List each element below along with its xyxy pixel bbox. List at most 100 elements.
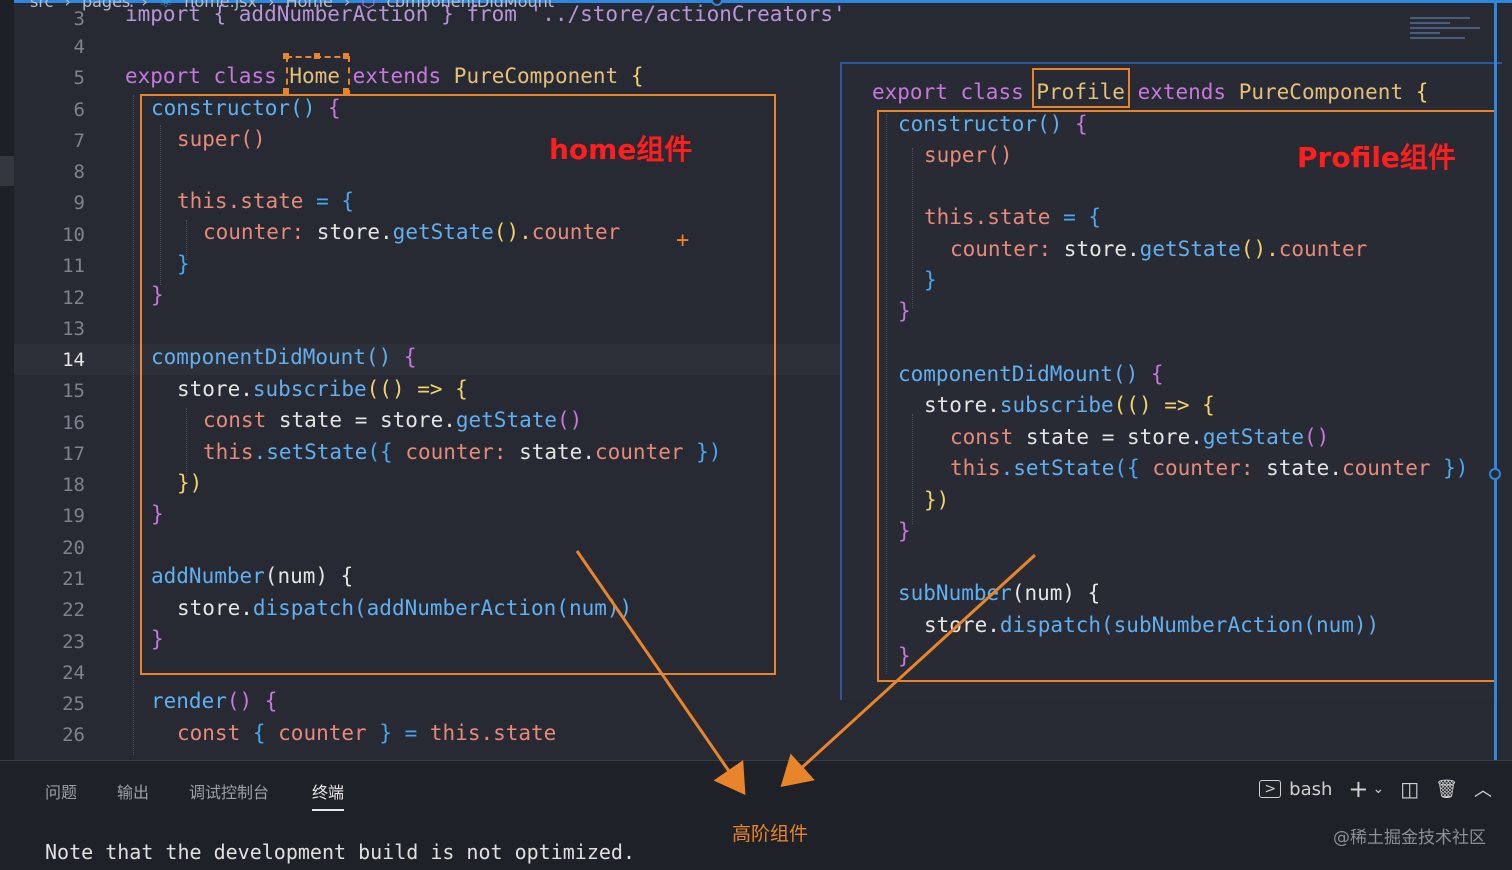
this-keyword: this [203,440,254,464]
editor-focus-border [0,0,1512,3]
property: counter: [950,237,1052,261]
tab-debug-console[interactable]: 调试控制台 [189,783,270,802]
selection-handle [283,88,289,94]
home-name-selection [286,56,350,96]
profile-name-box [1032,68,1130,108]
line-number: 17 [62,443,85,465]
method-name: getState [1139,237,1241,261]
this-keyword: this [177,189,228,213]
line-number: 9 [73,192,85,214]
line-number: 22 [62,599,85,621]
method-name: componentDidMount() [151,345,392,369]
line-number: 3 [73,8,85,30]
identifier: state. [506,440,595,464]
this-keyword: this [950,456,1001,480]
line-number: 21 [62,568,85,590]
profile-line-14: }) [924,488,949,512]
brace: { [1415,80,1429,104]
tab-terminal[interactable]: 终端 [312,779,345,811]
punct: }) [924,488,950,512]
breadcrumb[interactable]: src › pages › ⚛ home.jsx › Home › ⬡ comp… [30,0,560,11]
chevron-right-icon: › [343,0,351,11]
profile-line-10: componentDidMount() { [898,362,1164,386]
code-line-5: export class Home extends PureComponent … [125,64,643,88]
chevron-right-icon: › [64,0,71,11]
minimap[interactable] [1410,14,1490,60]
brace: } [898,299,911,323]
brace: } [151,502,164,526]
profile-line-2: constructor() { [898,112,1088,136]
line-number: 6 [73,99,85,121]
method-name: .setState [1000,456,1115,480]
property: .state [974,205,1051,229]
breadcrumb-item[interactable]: pages [81,0,131,11]
method-name: constructor() [898,112,1063,136]
hoc-label: 高阶组件 [732,823,809,845]
identifier: state. [1253,456,1342,480]
breadcrumb-item[interactable]: Home [285,0,333,11]
punct: }) [1430,456,1469,480]
chevron-right-icon: › [141,0,148,11]
chevron-up-icon[interactable]: ︿ [1474,780,1492,801]
method-name: componentDidMount() [898,362,1139,386]
shell-name[interactable]: bash [1289,778,1333,800]
brace: } [151,283,164,307]
property: .state [480,721,557,745]
breadcrumb-item[interactable]: componentDidMount [386,0,555,11]
profile-component-box [877,110,1497,682]
breadcrumb-item[interactable]: src [30,0,54,11]
punct: }) [683,440,722,464]
method-name: getState [1202,425,1305,449]
property: counter: [405,440,507,464]
keyword: export [125,64,201,88]
chevron-down-icon[interactable]: ⌄ [1372,781,1385,797]
brace: } [177,252,190,276]
tab-output[interactable]: 输出 [117,783,150,802]
brace: { [630,64,644,88]
vertical-scrollbar[interactable] [1494,0,1497,760]
profile-line-13: this.setState({ counter: state.counter }… [950,456,1468,480]
call: super() [177,127,266,151]
property: counter [1278,237,1368,261]
punct: }) [177,471,203,495]
line-number: 7 [73,130,85,152]
selection-handle [343,88,349,94]
line-number: 16 [62,412,85,434]
indent-guide [186,220,187,260]
code-line-9: this.state = { [177,189,354,213]
code-line-17: this.setState({ counter: state.counter }… [203,440,721,464]
profile-line-5: this.state = { [924,205,1101,229]
home-component-label: home组件 [549,133,693,166]
line-number: 20 [62,537,85,559]
code-line-7: super() [177,127,266,151]
property: counter [531,220,621,244]
property: counter [278,721,367,745]
code-editor[interactable]: src › pages › ⚛ home.jsx › Home › ⬡ comp… [0,0,1512,760]
operator: = { [1050,205,1102,229]
method-name: subscribe [252,377,367,401]
activity-indicator [0,156,14,186]
line-number: 11 [62,255,85,277]
property: counter: [1152,456,1254,480]
line-number: 24 [62,662,85,684]
operator: = { [303,189,355,213]
parent-class: PureComponent [453,64,619,88]
code-line-10: counter: store.getState().counter [203,220,620,244]
keyword: export [872,80,948,104]
terminal-icon: > [1259,780,1282,798]
split-terminal-icon[interactable]: ◫ [1400,777,1420,801]
resize-handle-icon[interactable] [711,0,723,6]
property: counter [1341,456,1431,480]
add-terminal-icon[interactable]: + [1348,775,1369,803]
property: .state [227,189,304,213]
trash-icon[interactable]: 🗑 [1435,778,1458,800]
identifier: state = store. [1013,425,1203,449]
punct: () { [226,689,278,713]
punct: ({ [1114,456,1153,480]
params: (num) { [264,564,354,588]
terminal-output: Note that the development build is not o… [45,840,636,864]
resize-handle-icon[interactable] [1489,468,1501,480]
breadcrumb-item[interactable]: home.jsx [184,0,257,11]
method-name: render [151,689,227,713]
tab-problems[interactable]: 问题 [45,783,78,802]
